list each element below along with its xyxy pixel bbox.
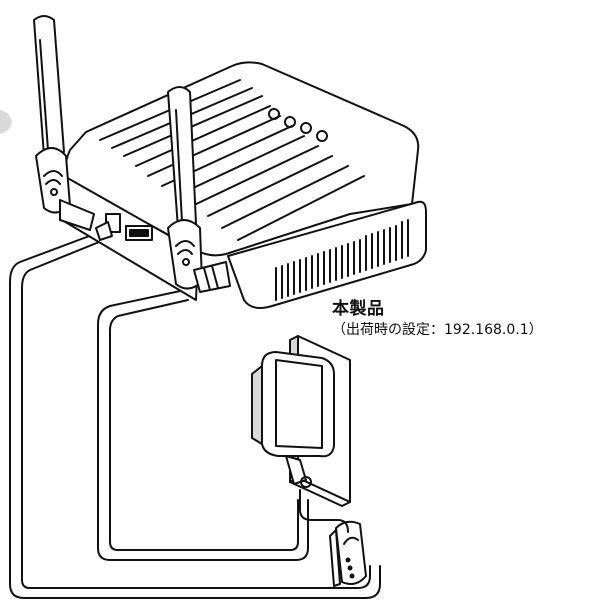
led-4 (316, 130, 328, 142)
lan-plug (95, 221, 113, 241)
device-default-address-label: （出荷時の設定：192.168.0.1） (332, 322, 543, 338)
power-cable-outer (97, 289, 309, 561)
lan-cable-inner (21, 239, 371, 589)
wireless-router-icon (61, 61, 427, 309)
led-2 (284, 116, 296, 128)
led-3 (300, 122, 312, 134)
led-1 (268, 108, 280, 120)
antenna-left-icon (33, 15, 95, 231)
device-name-label: 本製品 (332, 299, 385, 319)
power-cable-inner (109, 299, 299, 551)
ac-adapter-icon (251, 351, 335, 488)
antenna-right-icon (167, 86, 231, 293)
lan-cable-outer (9, 231, 381, 599)
power-cable-lower (299, 489, 349, 533)
ferrite-core-icon (329, 520, 367, 587)
offscreen-device-edge (0, 110, 12, 134)
